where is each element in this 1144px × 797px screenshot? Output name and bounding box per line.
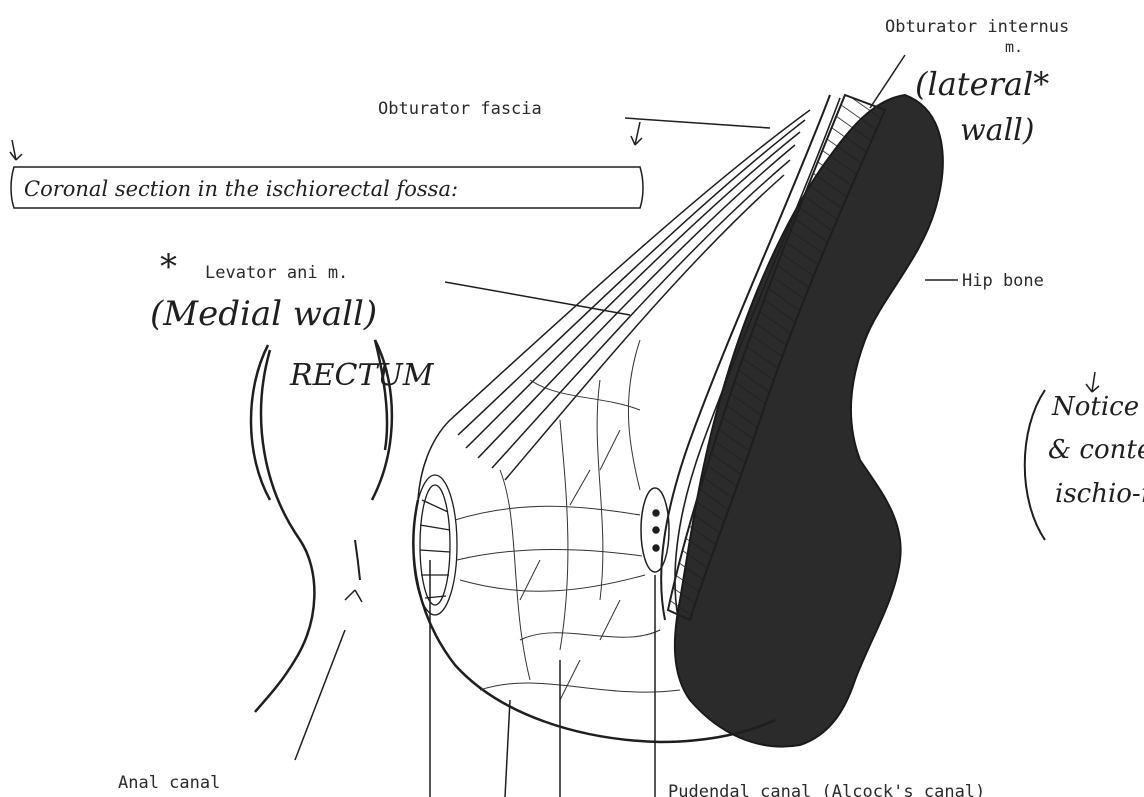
- leader-fossa-arrow: [345, 590, 362, 602]
- rectum-left-wall: [255, 350, 314, 712]
- levator-ani-label: Levator ani m.: [205, 263, 348, 283]
- leader-bottom-2: [505, 700, 510, 797]
- title-box: Coronal section in the ischiorectal foss…: [10, 122, 643, 208]
- rectum-label: RECTUM: [289, 358, 435, 393]
- rectum-right-curve: [355, 540, 360, 580]
- ischiorectal-fat-network: [455, 340, 680, 700]
- obturator-internus-m-label: m.: [1005, 38, 1023, 56]
- bottom-partial-label: Pudendal canal (Alcock's canal): [668, 782, 985, 797]
- obturator-internus-label: Obturator internus: [885, 17, 1069, 37]
- title-label: Coronal section in the ischiorectal foss…: [24, 177, 458, 201]
- leader-anal-canal: [295, 630, 345, 760]
- obturator-fascia-label: Obturator fascia: [378, 99, 542, 119]
- levator-asterisk: *: [160, 247, 177, 287]
- anal-canal-label: Anal canal: [118, 773, 220, 793]
- medial-wall-label: (Medial wall): [150, 294, 377, 334]
- note-line-2: & content: [1048, 435, 1144, 465]
- note-line-3: ischio-re: [1055, 479, 1144, 509]
- note-line-1: Notice th: [1051, 392, 1144, 422]
- hip-bone-label: Hip bone: [962, 271, 1044, 291]
- lateral-wall-label-2: wall): [960, 113, 1034, 148]
- lateral-wall-label-1: (lateral*: [915, 65, 1049, 103]
- leader-obturator-fascia: [625, 118, 770, 128]
- note-arrow: [1086, 372, 1099, 392]
- note-bracket: [1025, 390, 1045, 540]
- anal-sphincter-section: [413, 475, 457, 615]
